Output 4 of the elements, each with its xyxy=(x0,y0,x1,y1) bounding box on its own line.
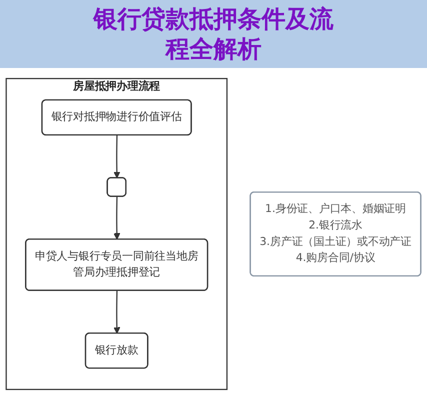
title: 银行贷款抵押条件及流程全解析 xyxy=(92,4,334,64)
arrow xyxy=(113,196,120,240)
arrow xyxy=(113,290,120,334)
arrow xyxy=(113,135,120,178)
